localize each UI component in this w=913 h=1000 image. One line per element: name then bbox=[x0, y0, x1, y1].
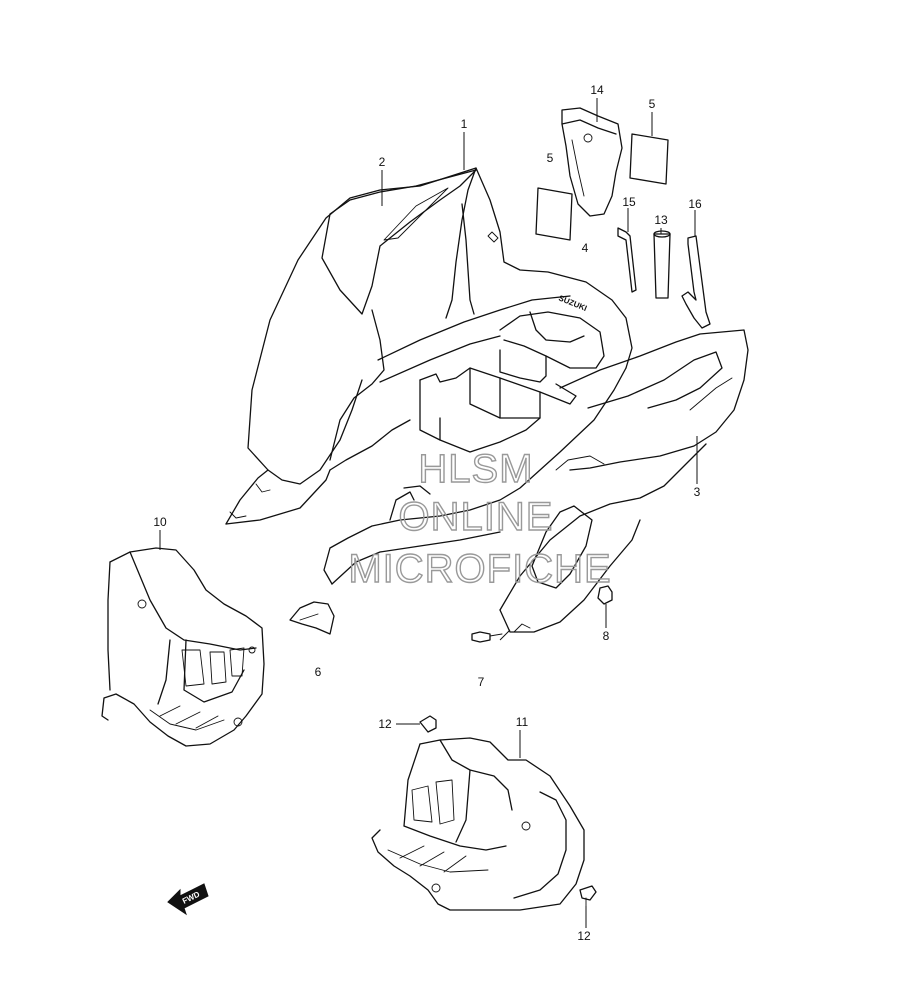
callout-12-a: 12 bbox=[378, 717, 392, 731]
mud-guard-part-10 bbox=[101, 547, 265, 747]
callout-labels: 1 2 3 4 5 5 6 7 8 10 11 12 12 13 14 15 1… bbox=[153, 83, 702, 943]
watermark: HLSM ONLINE MICROFICHE bbox=[348, 446, 612, 591]
hex-key-part-15 bbox=[617, 227, 637, 293]
cap-part-6 bbox=[289, 601, 335, 635]
callout-14: 14 bbox=[590, 83, 604, 97]
callout-6: 6 bbox=[315, 665, 322, 679]
grommet-part-8 bbox=[597, 585, 613, 605]
callout-8: 8 bbox=[603, 629, 610, 643]
callout-4: 4 bbox=[582, 241, 589, 255]
callout-16: 16 bbox=[688, 197, 702, 211]
rear-fender-panel-part-3 bbox=[499, 329, 749, 633]
callout-1: 1 bbox=[461, 117, 468, 131]
forward-arrow-icon: FWD bbox=[167, 883, 209, 916]
watermark-line-1: HLSM bbox=[418, 447, 533, 491]
callout-10: 10 bbox=[153, 515, 167, 529]
screw-part-12-b bbox=[579, 885, 597, 907]
callout-7: 7 bbox=[478, 675, 485, 689]
mud-guard-part-11 bbox=[371, 737, 585, 911]
fender-logo-text: SUZUKI bbox=[557, 294, 588, 314]
screw-part-12-a bbox=[419, 715, 437, 733]
spanner-part-16 bbox=[681, 235, 711, 329]
callout-12-b: 12 bbox=[577, 929, 591, 943]
spark-plug-socket-part-13 bbox=[653, 230, 671, 299]
fender-logo: SUZUKI bbox=[557, 294, 588, 314]
callout-13: 13 bbox=[654, 213, 668, 227]
callout-5-a: 5 bbox=[649, 97, 656, 111]
leader-lines bbox=[159, 98, 698, 928]
label-part-5-b bbox=[535, 187, 573, 241]
watermark-line-2: ONLINE bbox=[399, 495, 554, 539]
callout-3: 3 bbox=[694, 485, 701, 499]
callout-11: 11 bbox=[516, 715, 529, 729]
watermark-line-3: MICROFICHE bbox=[348, 547, 611, 591]
bolt-part-7 bbox=[471, 631, 503, 643]
callout-5-b: 5 bbox=[547, 151, 554, 165]
callout-2: 2 bbox=[379, 155, 386, 169]
rear-fender-part-1: SUZUKI bbox=[225, 167, 633, 585]
tool-bag-part-14 bbox=[561, 107, 623, 217]
callout-15: 15 bbox=[622, 195, 636, 209]
decal-left-part-2 bbox=[321, 169, 477, 315]
label-part-5-a bbox=[629, 133, 669, 185]
